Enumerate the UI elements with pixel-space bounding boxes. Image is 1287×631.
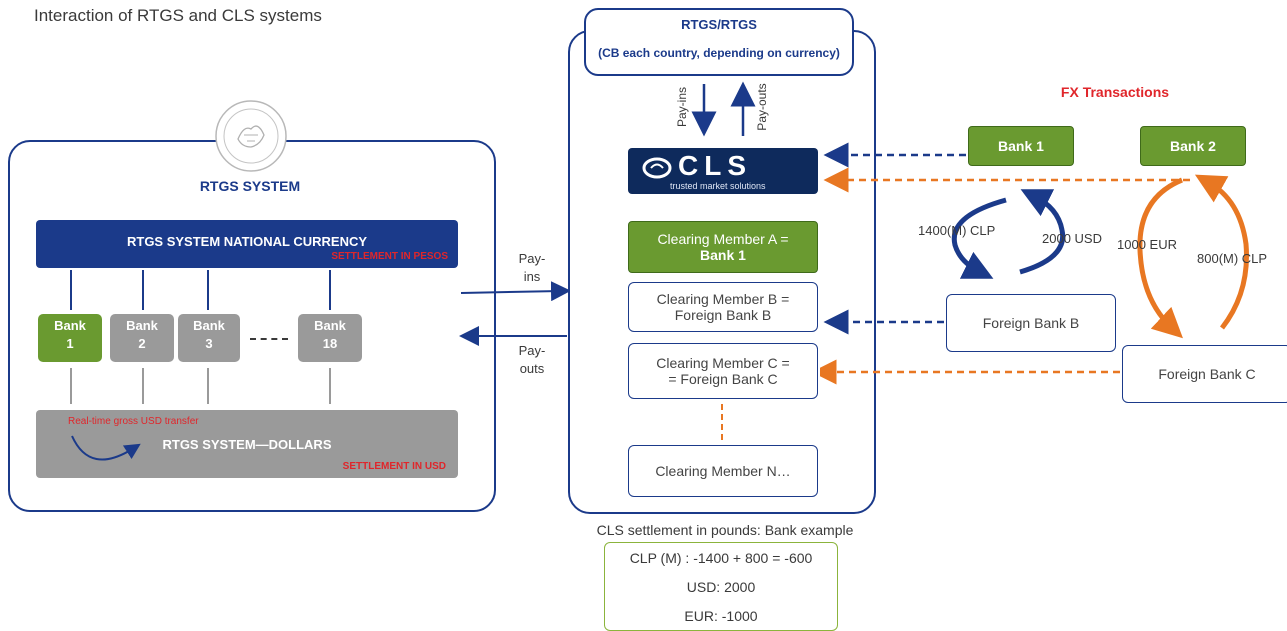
cls-logo-mark-icon <box>642 157 672 179</box>
member-dotted-connector <box>721 404 723 440</box>
member-b-line1: Clearing Member B = <box>656 291 790 307</box>
rtgs-national-currency-bar: RTGS SYSTEM NATIONAL CURRENCY SETTLEMENT… <box>36 220 458 268</box>
bank-number: 1 <box>66 336 74 351</box>
central-bank-seal-icon <box>215 100 287 172</box>
connector-line <box>207 270 209 310</box>
fx-transactions-title: FX Transactions <box>1060 84 1170 100</box>
bank-label: Bank <box>193 318 225 333</box>
fx-amount-1000-eur: 1000 EUR <box>1117 237 1177 252</box>
fx-amount-2000-usd: 2000 USD <box>1042 231 1102 246</box>
pay-ins-line1: Pay- <box>518 251 546 266</box>
bank-3-square: Bank 3 <box>178 314 240 362</box>
usd-transfer-arrow-icon <box>71 435 141 461</box>
clearing-member-n: Clearing Member N… <box>628 445 818 497</box>
connector-line <box>329 270 331 310</box>
diagram-title: Interaction of RTGS and CLS systems <box>34 6 322 25</box>
fx-bank-2: Bank 2 <box>1140 126 1246 166</box>
connector-line <box>329 368 331 404</box>
pay-outs-vertical-label: Pay-outs <box>755 83 769 131</box>
bank-2-square: Bank 2 <box>110 314 174 362</box>
settlement-line-usd: USD: 2000 <box>686 579 756 595</box>
rtgs-dollars-bar: Real-time gross USD transfer RTGS SYSTEM… <box>36 410 458 478</box>
dollars-bar-label: RTGS SYSTEM—DOLLARS <box>162 437 332 452</box>
bank-1-square: Bank 1 <box>38 314 102 362</box>
member-c-line1: Clearing Member C = <box>656 355 790 371</box>
fx-foreign-bank-b: Foreign Bank B <box>946 294 1116 352</box>
settlement-line-clp: CLP (M) : -1400 + 800 = -600 <box>629 550 813 566</box>
pay-flow-arrows <box>459 281 571 346</box>
ellipsis-dashes <box>250 338 288 340</box>
fx-flow-diagram <box>820 142 1249 385</box>
settlement-box: CLP (M) : -1400 + 800 = -600 USD: 2000 E… <box>604 542 838 631</box>
pay-ins-label: Pay- ins <box>512 250 552 286</box>
rtgs-rtgs-subtitle: (CB each country, depending on currency) <box>598 46 840 60</box>
settlement-in-pesos-label: SETTLEMENT IN PESOS <box>331 251 448 262</box>
settlement-line-eur: EUR: -1000 <box>684 608 758 624</box>
member-c-line2: = Foreign Bank C <box>668 371 778 387</box>
cls-tagline: trusted market solutions <box>670 181 766 191</box>
connector-line <box>70 270 72 310</box>
clearing-member-b: Clearing Member B = Foreign Bank B <box>628 282 818 332</box>
bank-number: 2 <box>138 336 146 351</box>
national-currency-label: RTGS SYSTEM NATIONAL CURRENCY <box>126 234 368 249</box>
usd-transfer-label: Real-time gross USD transfer <box>68 416 199 427</box>
rtgs-rtgs-title: RTGS/RTGS <box>681 17 757 32</box>
connector-line <box>207 368 209 404</box>
connector-line <box>70 368 72 404</box>
fx-amount-800-clp: 800(M) CLP <box>1197 251 1268 266</box>
member-n-label: Clearing Member N… <box>655 463 791 479</box>
member-a-line1: Clearing Member A = <box>657 231 789 247</box>
rtgs-system-title: RTGS SYSTEM <box>199 178 301 194</box>
settlement-in-usd-label: SETTLEMENT IN USD <box>342 461 446 472</box>
bank-number: 3 <box>205 336 213 351</box>
bank-label: Bank <box>126 318 158 333</box>
connector-line <box>142 368 144 404</box>
member-a-line2: Bank 1 <box>700 247 746 263</box>
pay-outs-line2: outs <box>519 361 545 376</box>
pay-outs-label: Pay- outs <box>510 342 554 378</box>
clearing-member-a: Clearing Member A = Bank 1 <box>628 221 818 273</box>
bank-label: Bank <box>54 318 86 333</box>
member-b-line2: Foreign Bank B <box>674 307 772 323</box>
clearing-member-c: Clearing Member C = = Foreign Bank C <box>628 343 818 399</box>
fx-foreign-bank-c: Foreign Bank C <box>1122 345 1287 403</box>
bank-number: 18 <box>322 336 338 351</box>
bank-label: Bank <box>314 318 346 333</box>
rtgs-rtgs-header: RTGS/RTGS (CB each country, depending on… <box>584 8 854 76</box>
pay-ins-vertical-label: Pay-ins <box>675 87 689 128</box>
cls-pay-arrows <box>691 81 756 137</box>
settlement-caption: CLS settlement in pounds: Bank example <box>596 522 854 538</box>
pay-outs-line1: Pay- <box>518 343 546 358</box>
pay-ins-line2: ins <box>523 269 541 284</box>
fx-bank-1: Bank 1 <box>968 126 1074 166</box>
cls-logo-text: CLS <box>678 150 752 181</box>
connector-line <box>142 270 144 310</box>
fx-amount-1400-clp: 1400(M) CLP <box>918 223 996 238</box>
cls-logo: CLS trusted market solutions <box>628 148 818 194</box>
bank-18-square: Bank 18 <box>298 314 362 362</box>
